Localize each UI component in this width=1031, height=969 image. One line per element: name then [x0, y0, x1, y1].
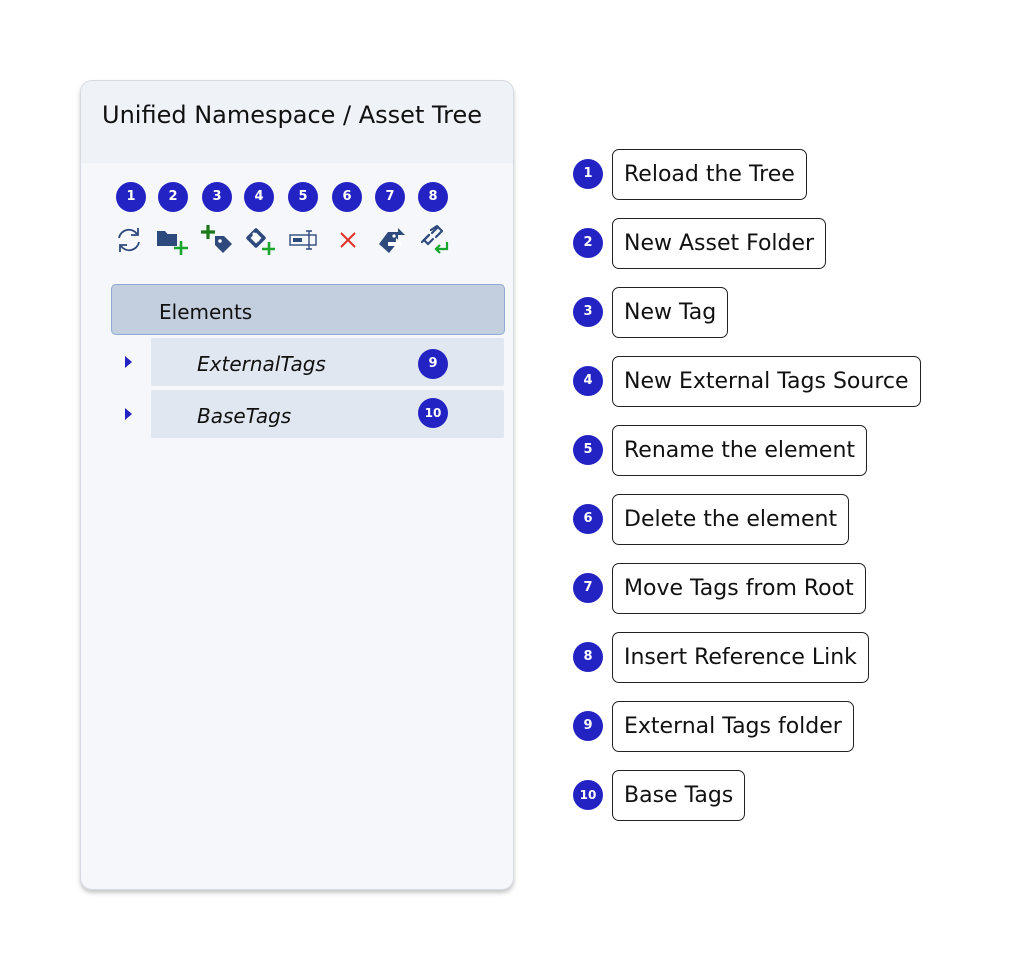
legend-label-10: Base Tags — [612, 770, 746, 821]
legend-label-6: Delete the element — [612, 494, 850, 545]
toolbar-badge-6: 6 — [332, 182, 362, 212]
insert-link-icon — [420, 224, 449, 254]
legend-badge-7: 7 — [573, 573, 603, 603]
legend-badge-5: 5 — [573, 435, 603, 465]
tree-root-label: Elements — [159, 300, 253, 324]
tree-item-label: ExternalTags — [197, 352, 326, 376]
insert-reference-link-button[interactable] — [417, 224, 451, 256]
legend-label-4: New External Tags Source — [612, 356, 921, 407]
tree-badge-9: 9 — [418, 349, 448, 379]
legend-badge-8: 8 — [573, 642, 603, 672]
legend-label-3: New Tag — [612, 287, 729, 338]
tree-badge-10: 10 — [418, 398, 448, 428]
toolbar-badge-8: 8 — [418, 182, 448, 212]
tree-item-externaltags[interactable]: ExternalTags — [151, 338, 504, 386]
toolbar-badge-1: 1 — [116, 182, 146, 212]
legend-label-7: Move Tags from Root — [612, 563, 866, 614]
legend-label-5: Rename the element — [612, 425, 868, 476]
toolbar-badge-5: 5 — [288, 182, 318, 212]
new-external-tags-source-button[interactable] — [242, 224, 276, 256]
delete-icon — [340, 232, 356, 248]
legend-label-9: External Tags folder — [612, 701, 854, 752]
legend-badge-2: 2 — [573, 228, 603, 258]
legend-badge-9: 9 — [573, 711, 603, 741]
legend-label-2: New Asset Folder — [612, 218, 827, 269]
new-asset-folder-button[interactable] — [155, 224, 189, 256]
move-tags-icon — [379, 228, 405, 253]
move-tags-from-root-button[interactable] — [374, 224, 408, 256]
expand-externaltags-toggle[interactable] — [120, 350, 136, 374]
panel-title: Unified Namespace / Asset Tree — [102, 101, 482, 129]
legend-label-1: Reload the Tree — [612, 149, 807, 200]
caret-right-icon — [125, 356, 132, 368]
tree-item-label: BaseTags — [197, 404, 292, 428]
tree-item-basetags[interactable]: BaseTags — [151, 390, 504, 438]
toolbar-badge-2: 2 — [158, 182, 188, 212]
asset-tree-panel: Unified Namespace / Asset Tree — [80, 80, 514, 890]
legend-label-8: Insert Reference Link — [612, 632, 869, 683]
panel-header: Unified Namespace / Asset Tree — [81, 81, 513, 163]
tree-root-elements[interactable]: Elements — [111, 284, 505, 335]
reload-icon — [118, 228, 140, 252]
reload-tree-button[interactable] — [112, 224, 146, 256]
legend-badge-4: 4 — [573, 366, 603, 396]
legend-badge-10: 10 — [573, 780, 603, 810]
caret-right-icon — [125, 408, 132, 420]
legend-badge-6: 6 — [573, 504, 603, 534]
delete-element-button[interactable] — [331, 224, 365, 256]
new-external-source-icon — [246, 228, 275, 255]
toolbar-badge-7: 7 — [375, 182, 405, 212]
rename-element-button[interactable] — [287, 224, 321, 256]
toolbar-badge-4: 4 — [244, 182, 274, 212]
legend-badge-1: 1 — [573, 159, 603, 189]
toolbar-badge-3: 3 — [202, 182, 232, 212]
new-tag-button[interactable] — [199, 224, 233, 256]
expand-basetags-toggle[interactable] — [120, 402, 136, 426]
new-tag-icon — [201, 225, 232, 253]
rename-icon — [289, 230, 317, 250]
new-folder-icon — [157, 231, 188, 255]
legend-badge-3: 3 — [573, 297, 603, 327]
